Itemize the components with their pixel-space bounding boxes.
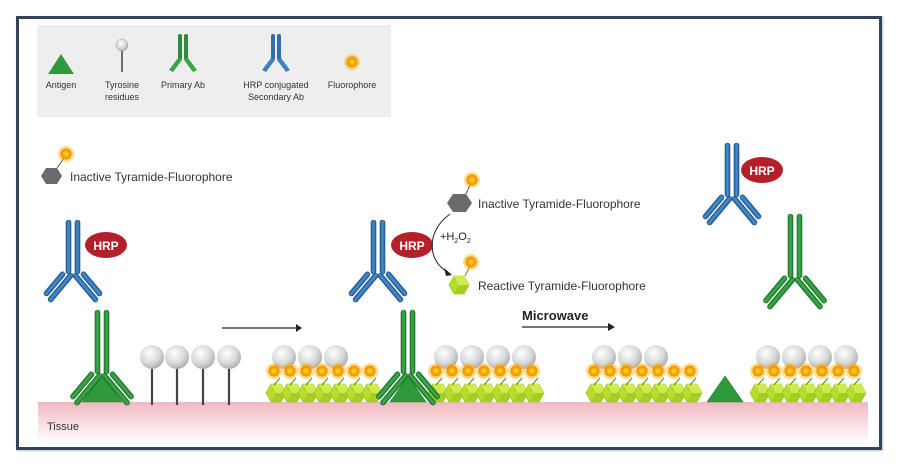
reaction-arrow bbox=[431, 213, 451, 273]
step-arrow-1 bbox=[222, 324, 302, 332]
fluorophore bbox=[666, 363, 682, 379]
legend: Antigen Tyrosine residues Primary Ab bbox=[37, 25, 391, 117]
tyrosine-residues bbox=[140, 345, 241, 405]
primary-antibody-icon bbox=[760, 213, 830, 311]
fluorophore bbox=[508, 363, 524, 379]
reaction-inset: Inactive Tyramide-Fluorophore +H2O2 Reac… bbox=[431, 172, 646, 295]
primary-antibody-icon bbox=[169, 34, 197, 72]
tyramide-hexagon-icon bbox=[447, 194, 472, 212]
panel-2-deposition: HRP bbox=[265, 219, 545, 407]
fluorophore bbox=[814, 363, 830, 379]
secondary-antibody-icon bbox=[346, 219, 410, 304]
reactive-tyramide-deposit bbox=[523, 383, 545, 403]
fluorophore bbox=[314, 363, 330, 379]
fluorophore bbox=[798, 363, 814, 379]
tyrosine-residue bbox=[834, 345, 858, 369]
fluorophore bbox=[846, 363, 862, 379]
hrp-enzyme: HRP bbox=[85, 232, 127, 258]
fluorophore bbox=[266, 363, 282, 379]
fluorophore bbox=[524, 363, 540, 379]
fluorophore bbox=[492, 363, 508, 379]
tyrosine-residue-icon bbox=[115, 38, 129, 72]
fluorophore bbox=[830, 363, 846, 379]
tyrosine-residue bbox=[460, 345, 484, 369]
panel-3-stripped: HRP bbox=[585, 142, 867, 403]
secondary-antibody-icon bbox=[262, 34, 290, 72]
fluorophore bbox=[298, 363, 314, 379]
svg-text:HRP: HRP bbox=[749, 164, 774, 178]
deposit-cluster-right bbox=[749, 345, 867, 403]
fluorophore bbox=[428, 363, 444, 379]
inactive-tyramide-reaction-label: Inactive Tyramide-Fluorophore bbox=[478, 197, 641, 211]
legend-item-tyrosine: Tyrosine residues bbox=[105, 38, 140, 102]
svg-text:HRP: HRP bbox=[93, 239, 118, 253]
antigen-triangle-icon bbox=[389, 375, 427, 403]
tyrosine-residue bbox=[324, 345, 348, 369]
reactive-tyramide-deposit bbox=[681, 383, 703, 403]
legend-label-secondary-ab-1: HRP conjugated bbox=[243, 80, 308, 90]
fluorophore-icon bbox=[344, 54, 360, 70]
fluorophore bbox=[444, 363, 460, 379]
fluorophore bbox=[362, 363, 378, 379]
antigen-triangle-icon bbox=[706, 375, 744, 403]
hrp-enzyme: HRP bbox=[391, 232, 433, 258]
inactive-tyramide-left: Inactive Tyramide-Fluorophore bbox=[41, 146, 233, 184]
tyrosine-residue bbox=[298, 345, 322, 369]
tissue-label: Tissue bbox=[47, 421, 79, 433]
deposit-cluster-left bbox=[585, 345, 703, 403]
fluorophore bbox=[476, 363, 492, 379]
h2o2-label: +H2O2 bbox=[440, 231, 471, 245]
legend-label-primary-ab: Primary Ab bbox=[161, 80, 205, 90]
tyrosine-residue bbox=[782, 345, 806, 369]
tyrosine-residue bbox=[618, 345, 642, 369]
tyrosine-residue bbox=[808, 345, 832, 369]
fluorophore bbox=[618, 363, 634, 379]
tissue-layer: Tissue bbox=[38, 402, 868, 444]
legend-label-secondary-ab-2: Secondary Ab bbox=[248, 92, 304, 102]
deposit-cluster-left bbox=[265, 345, 383, 403]
reactive-tyramide-label: Reactive Tyramide-Fluorophore bbox=[478, 279, 646, 293]
reactive-tyramide-deposit bbox=[845, 383, 867, 403]
legend-item-primary-ab: Primary Ab bbox=[161, 34, 205, 90]
antigen-triangle-icon bbox=[48, 54, 74, 74]
fluorophore bbox=[282, 363, 298, 379]
legend-label-tyrosine-1: Tyrosine bbox=[105, 80, 139, 90]
tyrosine-residue bbox=[512, 345, 536, 369]
fluorophore bbox=[682, 363, 698, 379]
legend-label-fluorophore: Fluorophore bbox=[328, 80, 377, 90]
fluorophore bbox=[346, 363, 362, 379]
secondary-antibody-icon bbox=[700, 142, 764, 227]
legend-label-tyrosine-2: residues bbox=[105, 92, 140, 102]
fluorophore bbox=[634, 363, 650, 379]
fluorophore bbox=[602, 363, 618, 379]
reactive-tyramide-icon bbox=[448, 275, 470, 295]
legend-label-antigen: Antigen bbox=[46, 80, 77, 90]
fluorophore bbox=[460, 363, 476, 379]
legend-item-antigen: Antigen bbox=[46, 54, 77, 90]
fluorophore bbox=[650, 363, 666, 379]
tyrosine-residue bbox=[644, 345, 668, 369]
microwave-step: Microwave bbox=[522, 308, 615, 331]
fluorophore bbox=[330, 363, 346, 379]
panel-1-binding: HRP bbox=[41, 219, 241, 407]
microwave-label: Microwave bbox=[522, 308, 588, 323]
legend-item-fluorophore: Fluorophore bbox=[328, 54, 377, 90]
fluorophore bbox=[750, 363, 766, 379]
hrp-enzyme: HRP bbox=[741, 157, 783, 183]
secondary-antibody-icon bbox=[41, 219, 105, 304]
tyramide-hexagon-icon bbox=[41, 168, 62, 184]
fluorophore bbox=[586, 363, 602, 379]
deposit-cluster-right bbox=[427, 345, 545, 403]
svg-text:HRP: HRP bbox=[399, 239, 424, 253]
fluorophore bbox=[766, 363, 782, 379]
tyrosine-residue bbox=[486, 345, 510, 369]
fluorophore bbox=[782, 363, 798, 379]
inactive-tyramide-left-label: Inactive Tyramide-Fluorophore bbox=[70, 170, 233, 184]
legend-item-secondary-ab: HRP conjugated Secondary Ab bbox=[243, 34, 309, 102]
